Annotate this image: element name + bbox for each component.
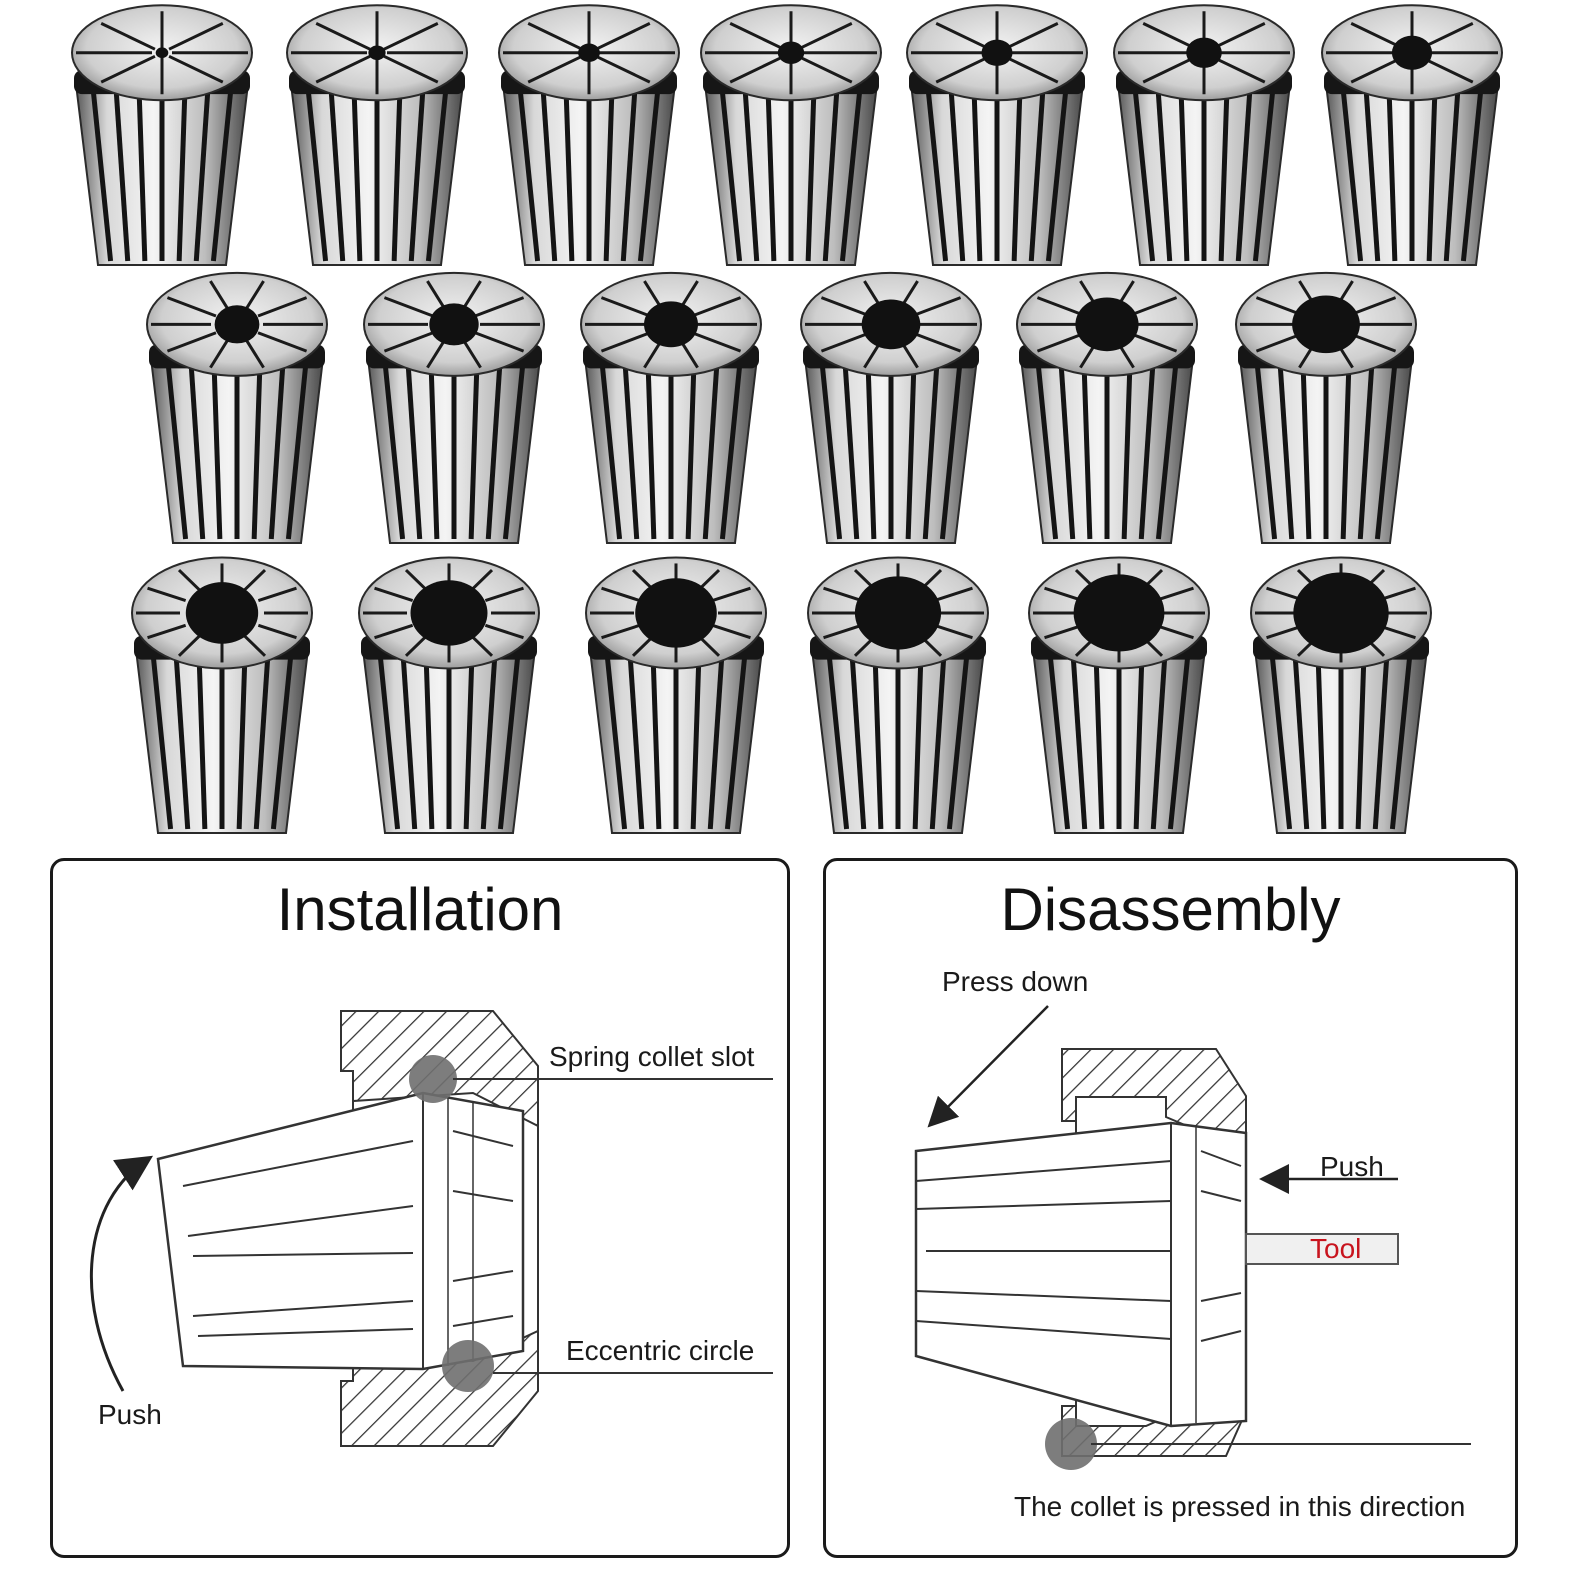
disassembly-diagram: [914, 1005, 1471, 1470]
nut-lower-section: [1061, 1379, 1247, 1457]
collet-item: [1113, 4, 1295, 266]
collet-item: [807, 556, 989, 834]
collet-item: [146, 271, 328, 544]
disassembly-push-label: Push: [1320, 1151, 1384, 1182]
installation-title: Installation: [276, 876, 564, 943]
collet-item: [358, 556, 540, 834]
installation-panel: Installation: [50, 858, 790, 1558]
collet-item: [1028, 556, 1210, 834]
pressed-ball: [1045, 1418, 1097, 1470]
direction-caption: The collet is pressed in this direction: [1014, 1491, 1466, 1522]
collet-item: [1250, 556, 1432, 834]
collet-item: [131, 556, 313, 834]
installation-push-label: Push: [98, 1399, 162, 1430]
collet-item: [906, 4, 1088, 266]
collet-item: [498, 4, 680, 266]
disassembly-title: Disassembly: [1000, 876, 1341, 943]
nut-upper-section: [1061, 1048, 1247, 1153]
installation-diagram: [89, 1010, 773, 1447]
collet-item: [1016, 271, 1198, 544]
tool-label: Tool: [1310, 1233, 1362, 1264]
collet-item: [1235, 271, 1417, 544]
slot-ball: [409, 1055, 457, 1103]
tool-rod: [1245, 1233, 1399, 1265]
press-down-arrow: [927, 1005, 1049, 1128]
spring-collet-slot-label: Spring collet slot: [549, 1041, 755, 1072]
collet-item: [585, 556, 767, 834]
push-arrow: [89, 1155, 154, 1392]
collet-item: [700, 4, 882, 266]
disassembly-panel: Disassembly: [823, 858, 1518, 1558]
eccentric-ball: [442, 1340, 494, 1392]
collet-item: [286, 4, 468, 266]
collet-photo-grid: [71, 4, 1503, 834]
collet-item: [363, 271, 545, 544]
collet-item: [1321, 4, 1503, 266]
collet-item: [71, 4, 253, 266]
collet-item: [800, 271, 982, 544]
press-down-label: Press down: [942, 966, 1089, 997]
collet-item: [580, 271, 762, 544]
eccentric-circle-label: Eccentric circle: [566, 1335, 755, 1366]
